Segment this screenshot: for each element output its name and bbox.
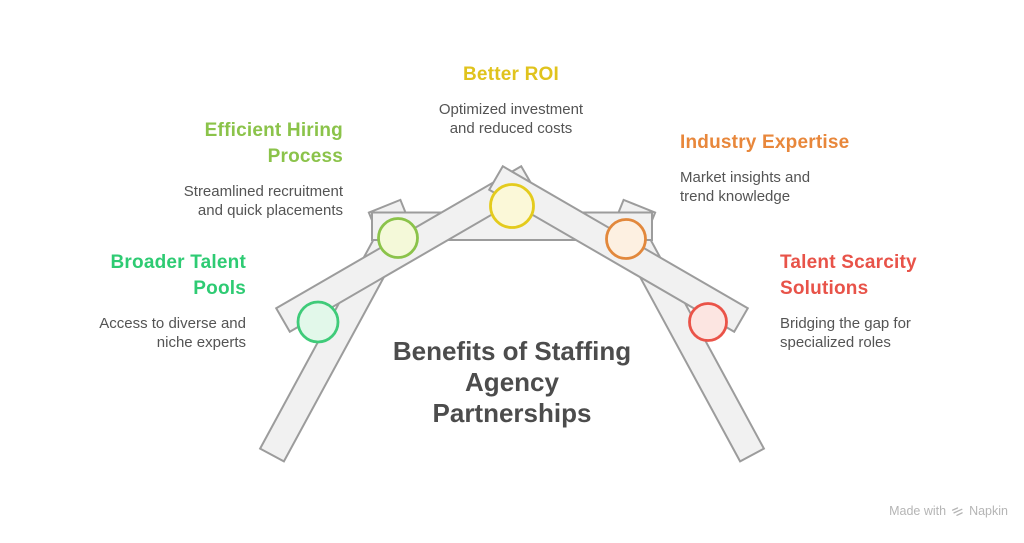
node-circle-efficient-hiring-process (377, 217, 419, 259)
watermark-brand: Napkin (969, 504, 1008, 518)
benefit-item-broader-talent-pools: Broader Talent Pools Access to diverse a… (16, 250, 246, 352)
benefit-description: Market insights and trend knowledge (680, 169, 811, 205)
node-circle-talent-scarcity-solutions (688, 302, 728, 342)
benefit-title: Broader Talent Pools (110, 252, 246, 299)
benefit-title: Efficient Hiring Process (204, 120, 343, 167)
benefit-description: Bridging the gap for specialized roles (780, 315, 911, 351)
benefit-item-better-roi: Better ROI Optimized investment and redu… (361, 62, 661, 138)
node-circle-better-roi (489, 183, 535, 229)
benefit-title: Better ROI (463, 64, 559, 85)
benefit-item-talent-scarcity-solutions: Talent Scarcity Solutions Bridging the g… (780, 250, 1020, 352)
benefit-title: Industry Expertise (680, 132, 850, 153)
napkin-logo-icon (952, 506, 963, 516)
watermark-prefix: Made with (889, 504, 947, 518)
benefit-description: Optimized investment and reduced costs (438, 101, 584, 137)
benefit-item-efficient-hiring-process: Efficient Hiring Process Streamlined rec… (83, 118, 343, 220)
node-circle-industry-expertise (605, 218, 647, 260)
benefit-item-industry-expertise: Industry Expertise Market insights and t… (680, 130, 930, 206)
benefit-description: Streamlined recruitment and quick placem… (183, 183, 343, 219)
benefit-description: Access to diverse and niche experts (99, 315, 246, 351)
napkin-watermark: Made with Napkin (889, 504, 1008, 518)
benefit-title: Talent Scarcity Solutions (780, 252, 917, 299)
node-circle-broader-talent-pools (296, 300, 340, 344)
diagram-title: Benefits of Staffing Agency Partnerships (392, 336, 632, 428)
